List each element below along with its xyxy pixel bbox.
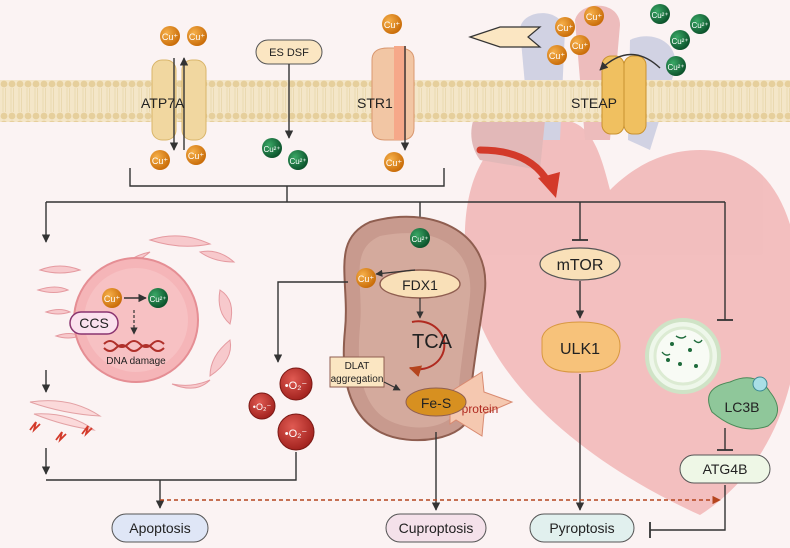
mtor-node bbox=[539, 247, 621, 281]
svg-text:Cu⁺: Cu⁺ bbox=[586, 12, 603, 22]
dlat-label-1: DLAT bbox=[345, 361, 370, 372]
pyroptosis-label: Pyroptosis bbox=[549, 520, 614, 536]
nucleus-cu-plus bbox=[102, 288, 122, 308]
ccs-label: CCS bbox=[79, 315, 109, 331]
atp7a-transporter bbox=[151, 57, 207, 151]
cu-green-ions: Cu²⁺ Cu²⁺ Cu²⁺ Cu²⁺ Cu²⁺ Cu²⁺ bbox=[262, 4, 710, 170]
autophagosome-icon bbox=[645, 318, 721, 394]
apoptosis-pill bbox=[111, 513, 209, 543]
str1-label: STR1 bbox=[357, 95, 393, 111]
svg-text:Cu²⁺: Cu²⁺ bbox=[411, 235, 428, 244]
mito-cu-plus bbox=[356, 268, 376, 288]
es-dsf-label: ES DSF bbox=[269, 47, 309, 59]
ulk1-node bbox=[541, 321, 621, 373]
dlat-box bbox=[329, 356, 385, 388]
mtor-label: mTOR bbox=[557, 257, 604, 274]
ros-branch-line bbox=[273, 281, 348, 363]
svg-text:•O₂⁻: •O₂⁻ bbox=[285, 380, 308, 392]
ulk1-label: ULK1 bbox=[560, 341, 600, 358]
hollow-left-arrow bbox=[468, 26, 542, 48]
cuproptosis-label: Cuproptosis bbox=[399, 520, 474, 536]
protein-label: protein bbox=[462, 402, 499, 416]
steap-transporter bbox=[599, 53, 661, 135]
svg-text:Cu⁺: Cu⁺ bbox=[152, 156, 169, 166]
svg-text:Cu⁺: Cu⁺ bbox=[104, 294, 121, 304]
svg-text:Cu²⁺: Cu²⁺ bbox=[671, 37, 688, 46]
svg-text:Cu²⁺: Cu²⁺ bbox=[149, 295, 166, 304]
fes-label: Fe-S bbox=[421, 395, 451, 411]
protein-shape bbox=[449, 371, 514, 437]
atg4b-label: ATG4B bbox=[703, 461, 748, 477]
svg-text:Cu⁺: Cu⁺ bbox=[384, 20, 401, 30]
pyroptosis-pill bbox=[529, 513, 635, 543]
svg-text:Cu⁺: Cu⁺ bbox=[162, 32, 179, 42]
nucleus-cu-green bbox=[148, 288, 168, 308]
atg4b-node bbox=[679, 454, 771, 484]
fdx1-label: FDX1 bbox=[402, 277, 438, 293]
svg-text:•O₂⁻: •O₂⁻ bbox=[253, 402, 272, 412]
svg-text:Cu²⁺: Cu²⁺ bbox=[651, 11, 668, 20]
fes-node bbox=[405, 387, 467, 417]
lc3b-cap bbox=[752, 376, 768, 392]
dna-helix bbox=[103, 340, 165, 348]
svg-text:Cu²⁺: Cu²⁺ bbox=[667, 63, 684, 72]
tca-label: TCA bbox=[412, 331, 453, 353]
atg4b-inhibit-line bbox=[650, 485, 726, 531]
svg-text:Cu²⁺: Cu²⁺ bbox=[263, 145, 280, 154]
damaged-er-icon bbox=[29, 400, 102, 443]
ros-to-apoptosis-line bbox=[46, 452, 297, 481]
svg-text:Cu⁺: Cu⁺ bbox=[358, 274, 375, 284]
svg-text:Cu⁺: Cu⁺ bbox=[188, 151, 205, 161]
mito-cu-green bbox=[410, 228, 430, 248]
atp7a-label: ATP7A bbox=[141, 95, 185, 111]
svg-text:Cu⁺: Cu⁺ bbox=[189, 32, 206, 42]
superoxide-radicals: •O₂⁻ •O₂⁻ •O₂⁻ bbox=[248, 367, 315, 451]
dlat-label-2: aggregation bbox=[331, 374, 384, 385]
tca-cycle bbox=[408, 320, 446, 377]
svg-text:Cu²⁺: Cu²⁺ bbox=[289, 157, 306, 166]
cu-plus-ions: Cu⁺ Cu⁺ Cu⁺ Cu⁺ Cu⁺ Cu⁺ Cu⁺ Cu⁺ Cu⁺ Cu⁺ bbox=[150, 6, 604, 172]
svg-text:Cu⁺: Cu⁺ bbox=[386, 158, 403, 168]
dna-damage-label: DNA damage bbox=[106, 356, 166, 367]
ccs-pill bbox=[69, 311, 119, 335]
lc3b-label: LC3B bbox=[724, 399, 759, 415]
steap-label: STEAP bbox=[571, 95, 617, 111]
cuproptosis-pill bbox=[385, 513, 487, 543]
svg-text:Cu⁺: Cu⁺ bbox=[549, 51, 566, 61]
svg-text:Cu⁺: Cu⁺ bbox=[572, 41, 589, 51]
str1-transporter bbox=[371, 46, 415, 151]
svg-text:•O₂⁻: •O₂⁻ bbox=[285, 428, 308, 440]
apoptosis-label: Apoptosis bbox=[129, 520, 190, 536]
svg-text:Cu²⁺: Cu²⁺ bbox=[691, 21, 708, 30]
svg-text:Cu⁺: Cu⁺ bbox=[557, 23, 574, 33]
red-curved-arrow bbox=[476, 146, 552, 186]
